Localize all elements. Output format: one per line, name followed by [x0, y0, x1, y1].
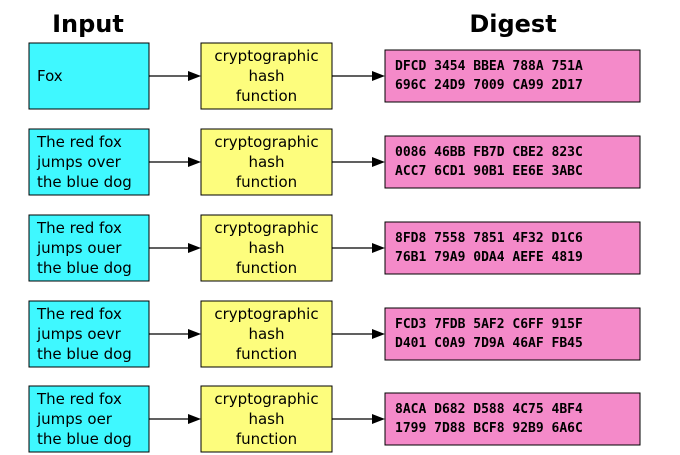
- input-text: jumps over: [36, 153, 122, 171]
- digest-box: [384, 307, 641, 361]
- arrow-to-digest: [332, 414, 385, 424]
- arrow-to-hash: [149, 329, 201, 339]
- digest-text: 8FD8 7558 7851 4F32 D1C6: [395, 231, 583, 246]
- hash-function-label: hash: [248, 325, 284, 343]
- input-box: [28, 42, 150, 110]
- digest-text: 0086 46BB FB7D CBE2 823C: [395, 145, 583, 160]
- arrow-to-digest: [332, 71, 385, 81]
- input-text: The red fox: [36, 305, 122, 323]
- hash-function-label: hash: [248, 67, 284, 85]
- digest-text: DFCD 3454 BBEA 788A 751A: [395, 59, 583, 74]
- input-text: The red fox: [36, 133, 122, 151]
- input-text: jumps ouer: [36, 239, 122, 257]
- hash-function-label: cryptographic: [214, 133, 318, 151]
- hash-function-box: [200, 128, 333, 196]
- hash-row: Fox cryptographic hash function DFCD 3454 BB…: [28, 42, 641, 110]
- arrow-to-hash: [149, 414, 201, 424]
- hash-function-label: function: [236, 87, 297, 105]
- hash-function-box: [200, 385, 333, 453]
- input-text: jumps oevr: [36, 325, 122, 343]
- hash-row: The red fox jumps oevr the blue dog cryptog…: [28, 300, 641, 368]
- hash-function-label: function: [236, 173, 297, 191]
- arrow-to-digest: [332, 243, 385, 253]
- hash-function-label: cryptographic: [214, 305, 318, 323]
- hash-function-box: [200, 42, 333, 110]
- hash-function-label: function: [236, 259, 297, 277]
- digest-text: FCD3 7FDB 5AF2 C6FF 915F: [395, 317, 583, 332]
- hash-function-label: cryptographic: [214, 219, 318, 237]
- digest-box: [384, 392, 641, 446]
- input-heading: Input: [52, 10, 124, 38]
- input-box: [28, 385, 150, 453]
- digest-box: [384, 49, 641, 103]
- hash-function-box: [200, 214, 333, 282]
- input-text: jumps oer: [36, 410, 113, 428]
- input-text: the blue dog: [37, 345, 132, 363]
- hash-function-label: hash: [248, 239, 284, 257]
- digest-text: 1799 7D88 BCF8 92B9 6A6C: [395, 421, 583, 436]
- hash-function-label: hash: [248, 410, 284, 428]
- hash-function-label: function: [236, 345, 297, 363]
- digest-heading: Digest: [469, 10, 556, 38]
- input-text: the blue dog: [37, 259, 132, 277]
- input-box: [28, 300, 150, 368]
- arrow-to-digest: [332, 329, 385, 339]
- arrow-to-hash: [149, 71, 201, 81]
- hash-function-label: cryptographic: [214, 47, 318, 65]
- input-text: the blue dog: [37, 173, 132, 191]
- input-text: Fox: [37, 67, 63, 85]
- hash-function-label: hash: [248, 153, 284, 171]
- input-text: The red fox: [36, 219, 122, 237]
- hash-row: The red fox jumps ouer the blue dog cryptog…: [28, 214, 641, 282]
- arrow-to-hash: [149, 243, 201, 253]
- digest-text: 8ACA D682 D588 4C75 4BF4: [395, 402, 583, 417]
- digest-box: [384, 135, 641, 189]
- hash-row: The red fox jumps over the blue dog cryptog…: [28, 128, 641, 196]
- diagram-rows: Fox cryptographic hash function DFCD 3454 BB…: [28, 42, 641, 453]
- hash-function-label: cryptographic: [214, 390, 318, 408]
- input-box: [28, 214, 150, 282]
- hash-row: The red fox jumps oer the blue dog cryptogr…: [28, 385, 641, 453]
- digest-text: D401 C0A9 7D9A 46AF FB45: [395, 336, 583, 351]
- arrow-to-digest: [332, 157, 385, 167]
- input-box: [28, 128, 150, 196]
- input-text: The red fox: [36, 390, 122, 408]
- input-text: the blue dog: [37, 430, 132, 448]
- digest-box: [384, 221, 641, 275]
- arrow-to-hash: [149, 157, 201, 167]
- digest-text: 696C 24D9 7009 CA99 2D17: [395, 78, 583, 93]
- hash-function-label: function: [236, 430, 297, 448]
- digest-text: 76B1 79A9 0DA4 AEFE 4819: [395, 250, 583, 265]
- digest-text: ACC7 6CD1 90B1 EE6E 3ABC: [395, 164, 583, 179]
